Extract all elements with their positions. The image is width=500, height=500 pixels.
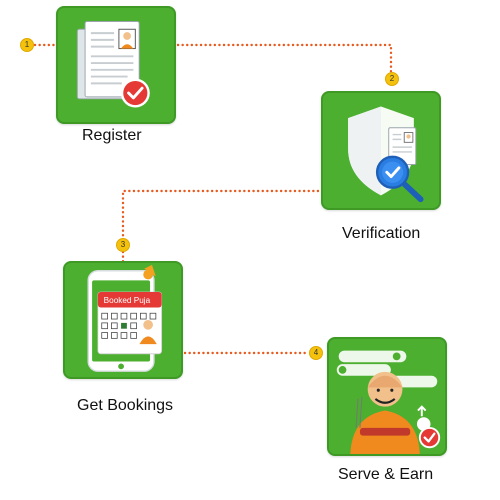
verification-tile bbox=[321, 91, 441, 210]
booked-puja-title: Booked Puja bbox=[104, 296, 151, 305]
bookings-tile: Booked Puja bbox=[63, 261, 183, 379]
bookings-label: Get Bookings bbox=[77, 397, 174, 414]
phone-calendar-icon: Booked Puja bbox=[87, 264, 163, 372]
document-with-checkmark-icon bbox=[76, 21, 150, 108]
verification-label: Verification bbox=[342, 225, 421, 242]
step-1-badge: 1 bbox=[20, 38, 34, 52]
priest-with-ratings-icon bbox=[336, 350, 441, 454]
register-tile bbox=[56, 6, 176, 124]
serve-label: Serve & Earn bbox=[338, 466, 434, 483]
serve-tile bbox=[327, 337, 447, 456]
register-label: Register bbox=[82, 127, 142, 144]
shield-magnifier-check-icon bbox=[348, 106, 424, 203]
step-3-badge: 3 bbox=[116, 238, 130, 252]
step-2-badge: 2 bbox=[385, 72, 399, 86]
step-4-badge: 4 bbox=[309, 346, 323, 360]
